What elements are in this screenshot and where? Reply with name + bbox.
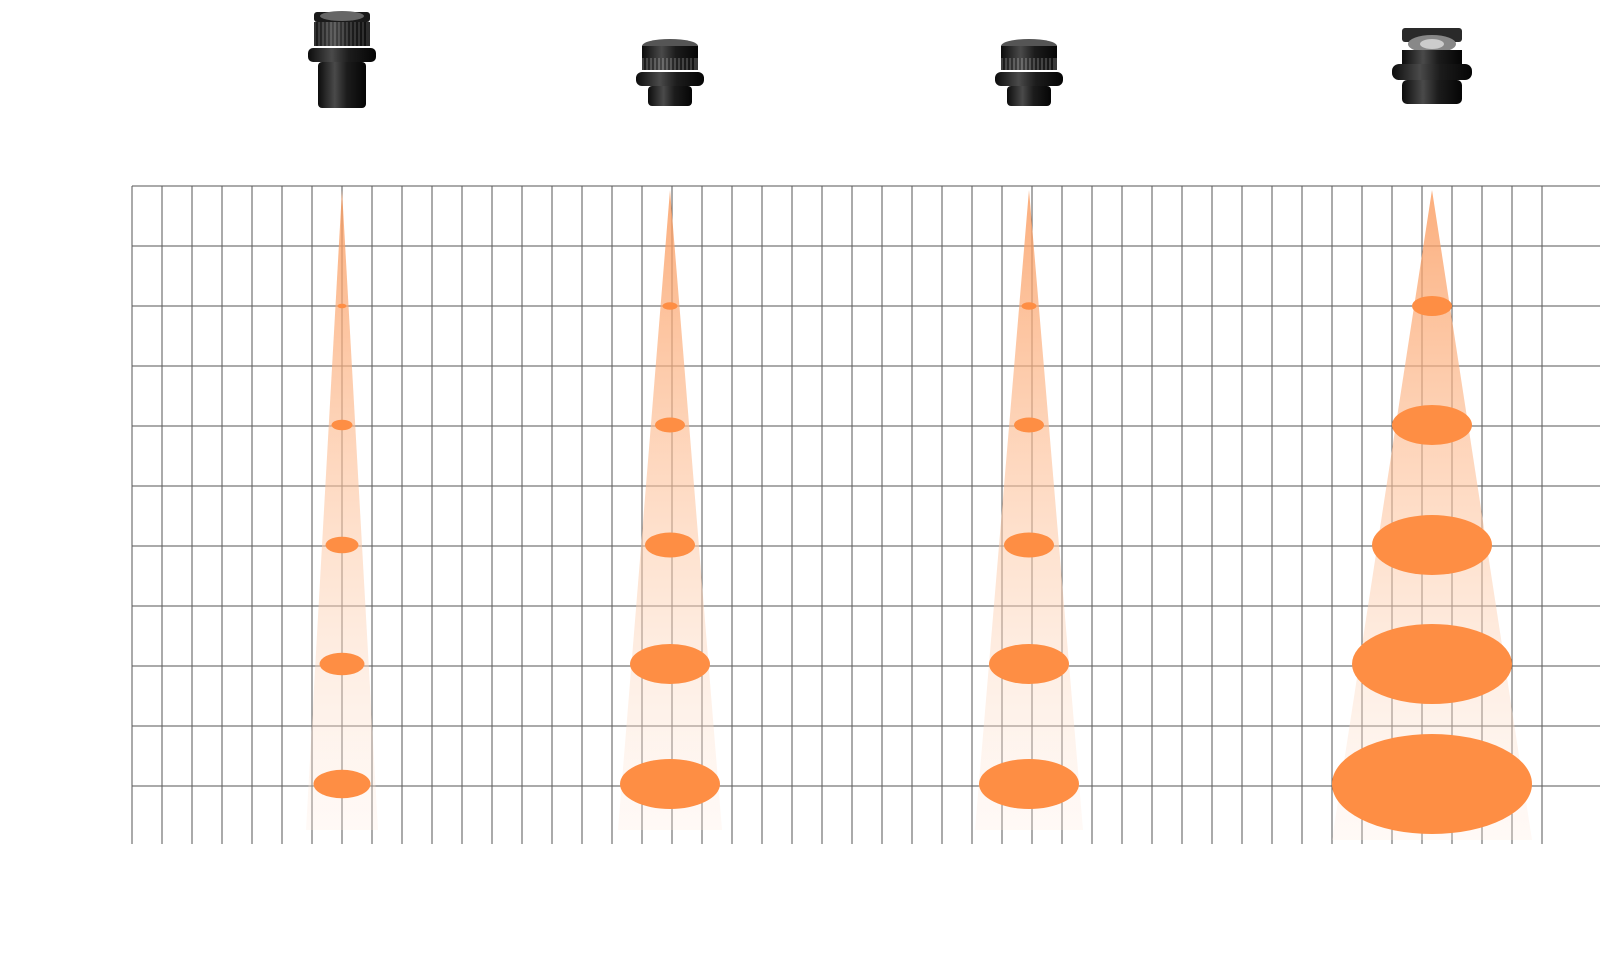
narrow-tall-lens-icon	[308, 11, 376, 108]
beam-cone-3	[975, 190, 1083, 830]
beam-spot-3-1	[1021, 302, 1037, 310]
beam-spot-1-3	[325, 536, 359, 554]
beam-spot-2-4	[630, 644, 710, 684]
beam-spot-3-5	[979, 759, 1079, 809]
beam-spot-2-2	[655, 417, 685, 433]
lens-icons	[308, 11, 1472, 108]
beam-cones	[306, 190, 1532, 840]
beam-spot-1-4	[319, 652, 365, 676]
beam-spot-3-3	[1004, 532, 1054, 558]
wide-lens-icon	[1392, 28, 1472, 104]
beam-spots	[313, 296, 1532, 834]
beam-spot-1-5	[313, 769, 371, 799]
beam-spot-2-1	[662, 302, 678, 310]
short-lens-icon	[636, 39, 704, 106]
beam-spot-1-2	[331, 419, 353, 431]
beam-spot-4-5	[1332, 734, 1532, 834]
beam-spot-2-5	[620, 759, 720, 809]
beam-cone-2	[618, 190, 722, 830]
beam-spot-4-1	[1412, 296, 1452, 316]
beam-spot-3-2	[1014, 417, 1044, 433]
beam-spot-4-3	[1372, 515, 1492, 575]
beam-spot-1-1	[337, 303, 347, 309]
short-lens-icon	[995, 39, 1063, 106]
beam-spot-2-3	[645, 532, 695, 558]
beam-spot-3-4	[989, 644, 1069, 684]
beam-spot-4-2	[1392, 405, 1472, 445]
beam-cone-1	[306, 190, 378, 830]
beam-spot-4-4	[1352, 624, 1512, 704]
